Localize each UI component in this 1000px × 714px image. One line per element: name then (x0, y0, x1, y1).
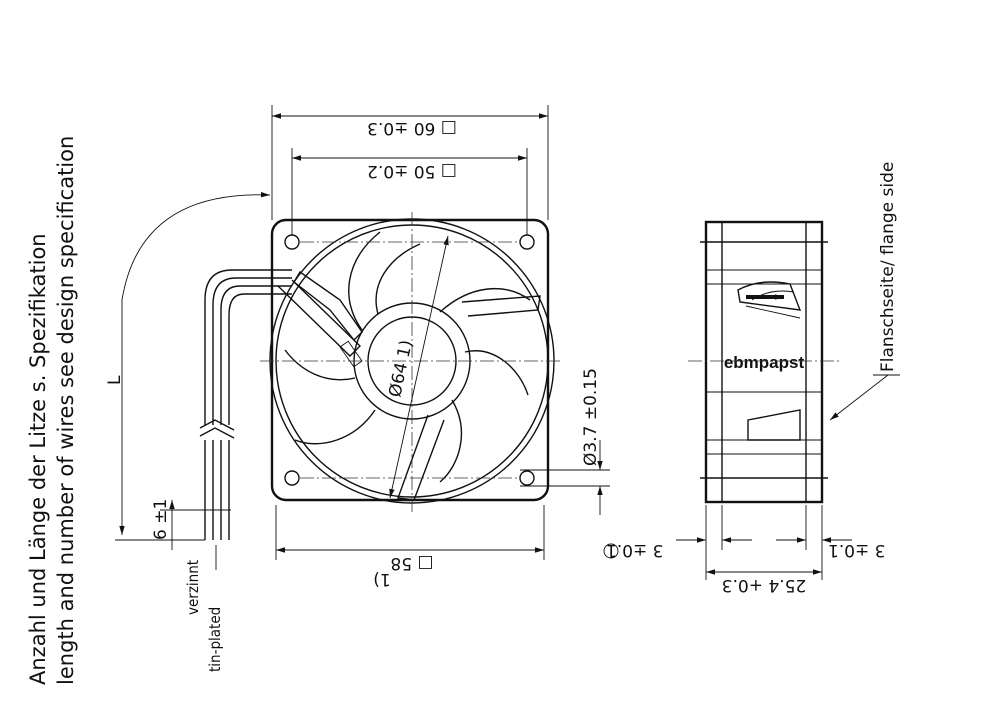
flange-side-label: Flanschseite/ flange side (878, 162, 898, 372)
side-dimensions: 3 ±0.1 3 ±0.1 25.4 +0.3 (603, 505, 886, 595)
flange-marker-icon (603, 543, 619, 559)
front-view: Ø64 1) (199, 212, 562, 540)
flange-thickness-left: 3 ±0.1 (606, 540, 664, 560)
side-frame (704, 220, 824, 504)
lead-wires (199, 269, 292, 540)
tin-plated-de: verzinnt (184, 560, 202, 615)
wire-length-label: L (105, 375, 125, 385)
wire-length-dimension: L 6 ±1 verzinnt tin-plated (105, 191, 271, 672)
brand-logo: ebmpapst (724, 353, 805, 372)
top-dimensions: □ 60 ±0.3 □ 50 ±0.2 (271, 105, 549, 235)
side-view: ebmpapst Flanschseite/ flange side (688, 162, 900, 504)
strip-length-dimension: 6 ±1 (151, 499, 171, 540)
hole-square-dimension: □ 50 ±0.2 (367, 161, 457, 181)
footnote-marker: 1) (373, 569, 390, 589)
fan-depth-dimension: 25.4 +0.3 (722, 575, 807, 595)
wires-note-en: length and number of wires see design sp… (54, 136, 78, 685)
bottom-dimensions: □ 58 1) (275, 505, 545, 589)
outer-square-dimension: □ 60 ±0.3 (367, 118, 457, 138)
flange-thickness-right: 3 ±0.1 (828, 540, 886, 560)
hole-dimension: Ø3.7 ±0.15 (520, 368, 610, 515)
wires-note-de: Anzahl und Länge der Litze s. Spezifikat… (26, 233, 50, 685)
tin-plated-en: tin-plated (206, 607, 224, 672)
bottom-square-dimension: □ 58 (390, 553, 433, 573)
hole-diameter-dimension: Ø3.7 ±0.15 (581, 368, 601, 466)
